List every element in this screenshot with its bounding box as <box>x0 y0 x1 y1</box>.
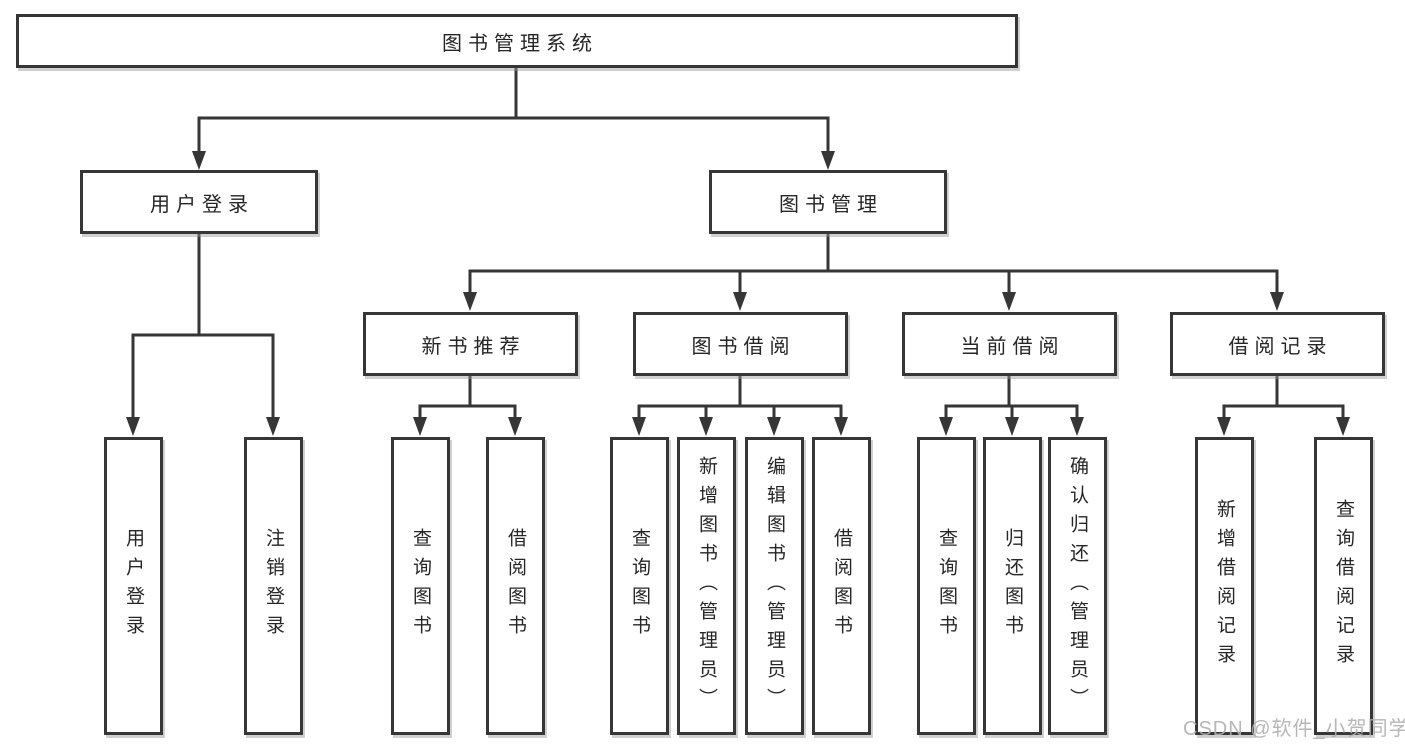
node-label: 图书管理系统 <box>442 32 598 55</box>
node-label: 借阅记录 <box>1228 335 1333 358</box>
node-user-login: 用户登录 <box>80 170 318 234</box>
leaf-logout: 注销登录 <box>244 437 303 735</box>
node-new-book-recommendation: 新书推荐 <box>363 312 578 376</box>
node-borrowing-records: 借阅记录 <box>1170 312 1385 376</box>
node-book-management: 图书管理 <box>709 170 947 234</box>
leaf-cb-return-books: 归还图书 <box>983 437 1042 735</box>
leaf-bb-edit-books-admin: 编辑图书（管理员） <box>745 437 804 735</box>
leaf-label: 新增图书（管理员） <box>696 455 717 717</box>
leaf-user-login: 用户登录 <box>104 437 163 735</box>
leaf-bb-borrow-books: 借阅图书 <box>812 437 871 735</box>
node-current-borrowing: 当前借阅 <box>902 312 1117 376</box>
node-label: 图书借阅 <box>691 335 796 358</box>
leaf-bb-query-books: 查询图书 <box>610 437 669 735</box>
leaf-cb-query-books: 查询图书 <box>917 437 976 735</box>
leaf-br-query-record: 查询借阅记录 <box>1314 437 1373 735</box>
node-label: 新书推荐 <box>421 335 526 358</box>
node-library-management-system: 图书管理系统 <box>16 14 1018 68</box>
leaf-label: 注销登录 <box>263 528 284 644</box>
leaf-label: 用户登录 <box>123 528 144 644</box>
leaf-nbr-query-books: 查询图书 <box>391 437 450 735</box>
leaf-label: 确认归还（管理员） <box>1067 455 1088 717</box>
leaf-cb-confirm-return-admin: 确认归还（管理员） <box>1048 437 1107 735</box>
leaf-label: 查询借阅记录 <box>1333 499 1354 673</box>
leaf-label: 新增借阅记录 <box>1214 499 1235 673</box>
leaf-label: 编辑图书（管理员） <box>764 455 785 717</box>
leaf-bb-add-books-admin: 新增图书（管理员） <box>677 437 736 735</box>
leaf-label: 借阅图书 <box>505 528 526 644</box>
leaf-br-add-record: 新增借阅记录 <box>1195 437 1254 735</box>
node-label: 当前借阅 <box>960 335 1065 358</box>
leaf-label: 归还图书 <box>1002 528 1023 644</box>
arrowheads <box>126 151 1350 436</box>
leaf-label: 借阅图书 <box>831 528 852 644</box>
leaf-label: 查询图书 <box>936 528 957 644</box>
node-label: 用户登录 <box>150 193 254 216</box>
leaf-label: 查询图书 <box>629 528 650 644</box>
watermark: CSDN @软件_小贺同学 <box>1183 718 1405 740</box>
node-book-borrowing: 图书借阅 <box>633 312 848 376</box>
node-label: 图书管理 <box>779 193 883 216</box>
leaf-nbr-borrow-books: 借阅图书 <box>486 437 545 735</box>
leaf-label: 查询图书 <box>410 528 431 644</box>
